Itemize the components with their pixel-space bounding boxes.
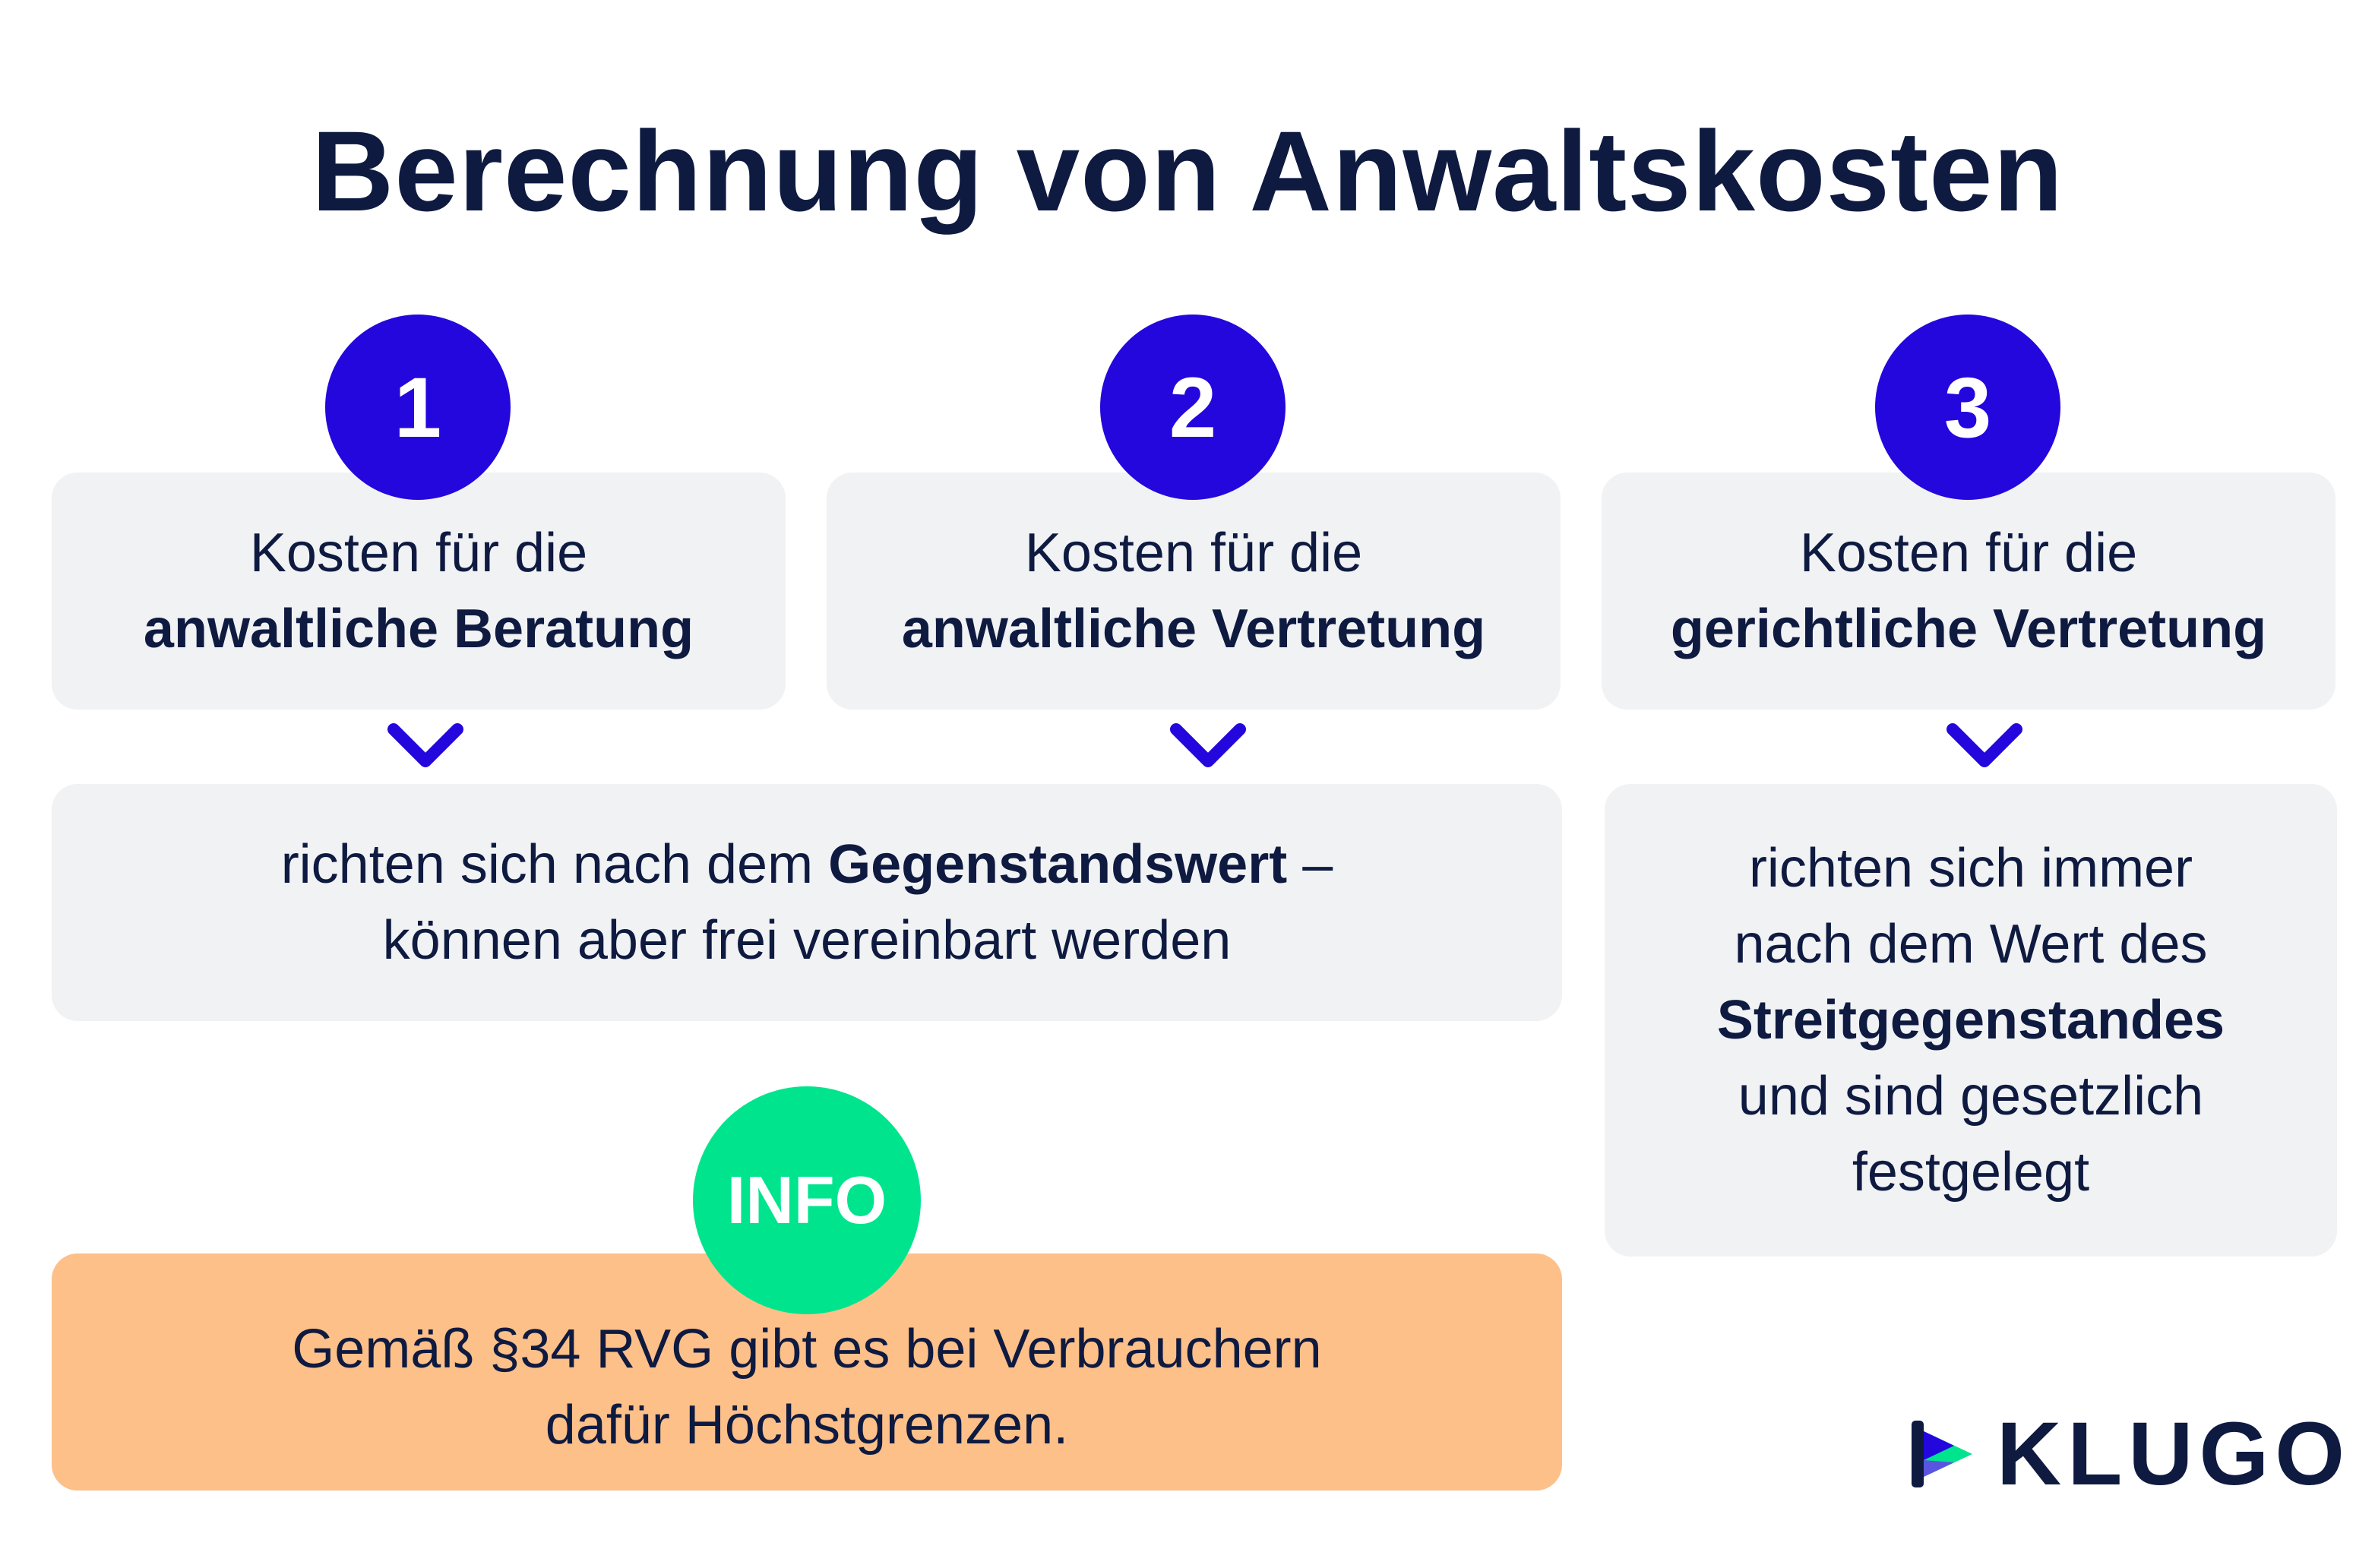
step-1-line2: anwaltliche Beratung	[143, 599, 694, 659]
result-left-line1: richten sich nach dem Gegenstandswert –	[281, 827, 1333, 903]
info-badge: INFO	[693, 1086, 921, 1314]
result-card-left: richten sich nach dem Gegenstandswert – …	[52, 784, 1562, 1021]
step-3-number: 3	[1875, 315, 2060, 500]
klugo-logo: KLUGO	[1909, 1409, 2351, 1499]
result-right-line4: und sind gesetzlich	[1738, 1066, 2204, 1127]
result-card-right: richten sich immer nach dem Wert des Str…	[1605, 784, 2337, 1257]
step-1-line1: Kosten für die	[249, 523, 588, 583]
chevron-down-icon	[1170, 723, 1246, 767]
chevron-down-icon	[1946, 723, 2022, 767]
result-left-line2: können aber frei vereinbart werden	[382, 910, 1232, 971]
result-left-line1-bold: Gegenstandswert	[828, 834, 1288, 895]
chevron-down-icon	[387, 723, 463, 767]
step-2-line1: Kosten für die	[1024, 523, 1363, 583]
result-right-line3: Streitgegenstandes	[1716, 990, 2225, 1051]
klugo-logo-text: KLUGO	[1997, 1404, 2351, 1504]
step-card-2: Kosten für die anwaltliche Vertretung	[827, 473, 1561, 710]
result-left-line1-post: –	[1287, 834, 1333, 895]
step-card-1: Kosten für die anwaltliche Beratung	[52, 473, 786, 710]
step-1-number: 1	[325, 315, 511, 500]
step-card-3: Kosten für die gerichtliche Vertretung	[1602, 473, 2335, 710]
info-line1: Gemäß §34 RVG gibt es bei Verbrauchern	[292, 1319, 1322, 1380]
info-line2: dafür Höchstgrenzen.	[545, 1395, 1069, 1456]
step-3-line2: gerichtliche Vertretung	[1670, 599, 2267, 659]
page-title: Berechnung von Anwaltskosten	[311, 107, 2064, 235]
klugo-logo-icon	[1912, 1421, 1972, 1487]
result-left-line1-pre: richten sich nach dem	[280, 834, 829, 895]
result-right-line5: festgelegt	[1852, 1142, 2090, 1203]
result-right-line1: richten sich immer	[1748, 838, 2193, 899]
step-3-line1: Kosten für die	[1799, 523, 2138, 583]
step-2-line2: anwaltliche Vertretung	[901, 599, 1486, 659]
step-2-number: 2	[1100, 315, 1286, 500]
result-right-line2: nach dem Wert des	[1734, 914, 2208, 975]
